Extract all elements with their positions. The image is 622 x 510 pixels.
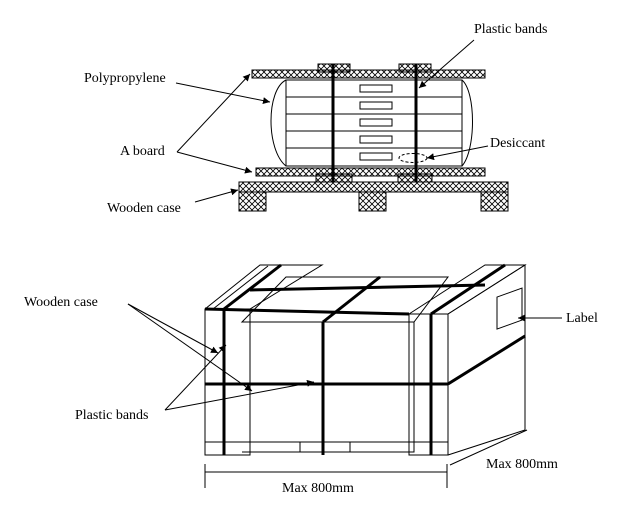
- top-board: [251, 69, 486, 79]
- leader-plastic-bands-top: [418, 39, 475, 89]
- leader-desiccant: [426, 145, 489, 161]
- right-end-cap-side: [447, 264, 526, 456]
- leader-polypropylene: [175, 82, 271, 105]
- leader-plastic-bands-2: [164, 379, 315, 411]
- pallet-foot-middle: [358, 191, 387, 212]
- depth-dimension-line: [449, 429, 528, 466]
- box-top-face: [240, 276, 450, 323]
- top-a-board-label: A board: [120, 144, 165, 159]
- bottom-label-label: Label: [566, 311, 598, 326]
- plastic-bands-bottom: [204, 263, 526, 455]
- leader-a-board-up: [176, 73, 251, 153]
- bottom-wooden-case-label: Wooden case: [24, 295, 98, 310]
- polypropylene-wrap-right: [461, 79, 473, 167]
- pallet-deck: [238, 181, 509, 193]
- left-end-cap-front: [204, 308, 251, 456]
- pallet-foot-left: [238, 191, 267, 212]
- top-wooden-case-label: Wooden case: [107, 201, 181, 216]
- pallet-runner: [299, 441, 351, 452]
- depth-dimension-label: Max 800mm: [486, 457, 558, 472]
- leader-wooden-case-top: [194, 188, 239, 203]
- polypropylene-wrap-left: [270, 79, 287, 167]
- leader-plastic-bands-1: [164, 344, 227, 411]
- width-dimension-label: Max 800mm: [282, 481, 354, 496]
- box-front-face: [242, 321, 415, 453]
- top-desiccant-label: Desiccant: [490, 136, 546, 151]
- left-end-cap-inner: [212, 265, 269, 310]
- leader-wooden-case-2: [127, 303, 253, 392]
- leader-a-board-down: [176, 151, 253, 174]
- label-plate: [496, 287, 523, 330]
- top-packing-diagram: [175, 39, 509, 212]
- top-plastic-bands-label: Plastic bands: [474, 22, 548, 37]
- leader-wooden-case-1: [127, 303, 219, 354]
- top-polypropylene-label: Polypropylene: [84, 71, 166, 86]
- tray-tabs: [359, 84, 393, 161]
- bottom-crate-diagram: [127, 263, 562, 488]
- pallet-foot-right: [480, 191, 509, 212]
- bottom-plastic-bands-label: Plastic bands: [75, 408, 149, 423]
- bottom-board: [255, 167, 486, 177]
- left-end-cap-top: [204, 264, 324, 310]
